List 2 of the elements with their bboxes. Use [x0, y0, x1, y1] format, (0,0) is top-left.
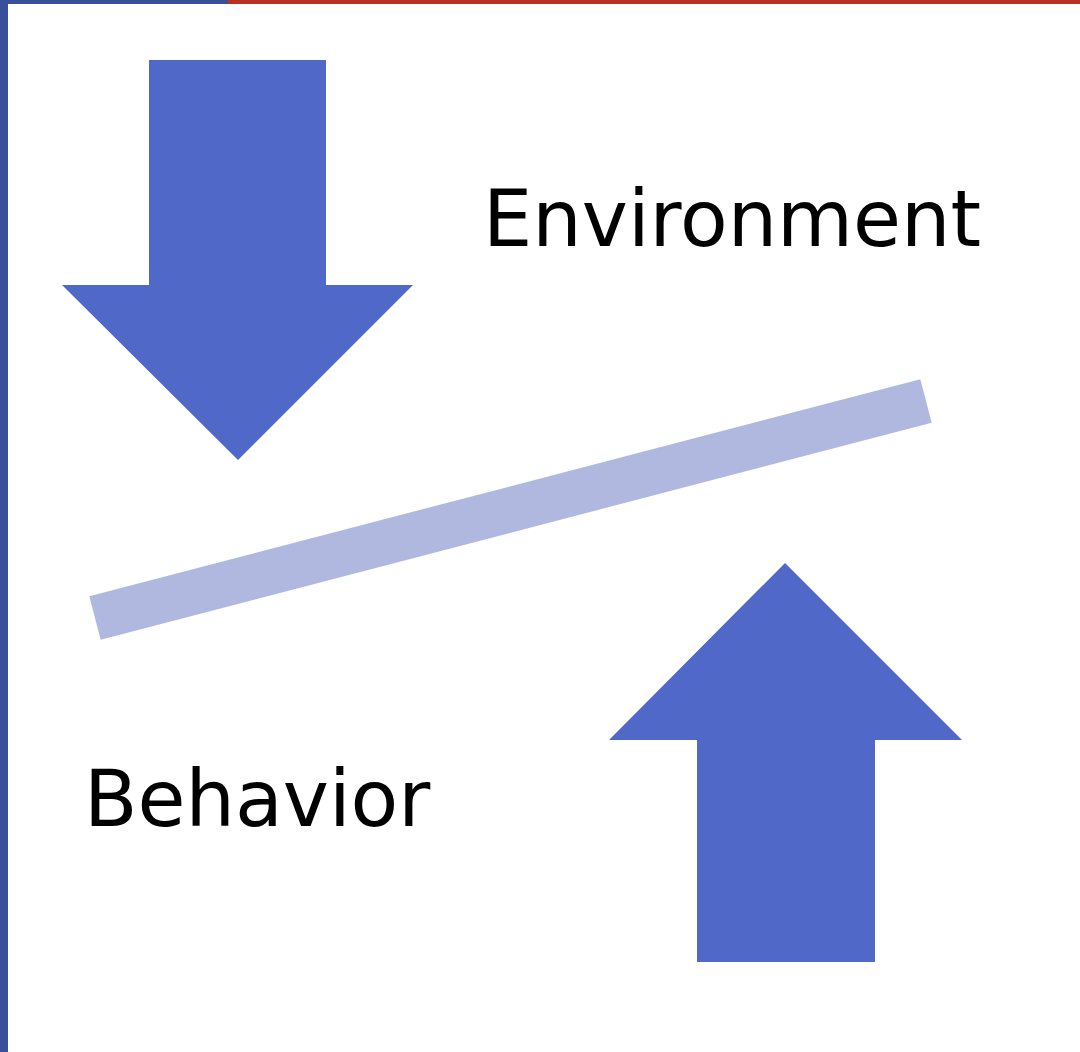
label-text: Behavior [84, 760, 431, 838]
label-text: Environment [483, 180, 982, 258]
